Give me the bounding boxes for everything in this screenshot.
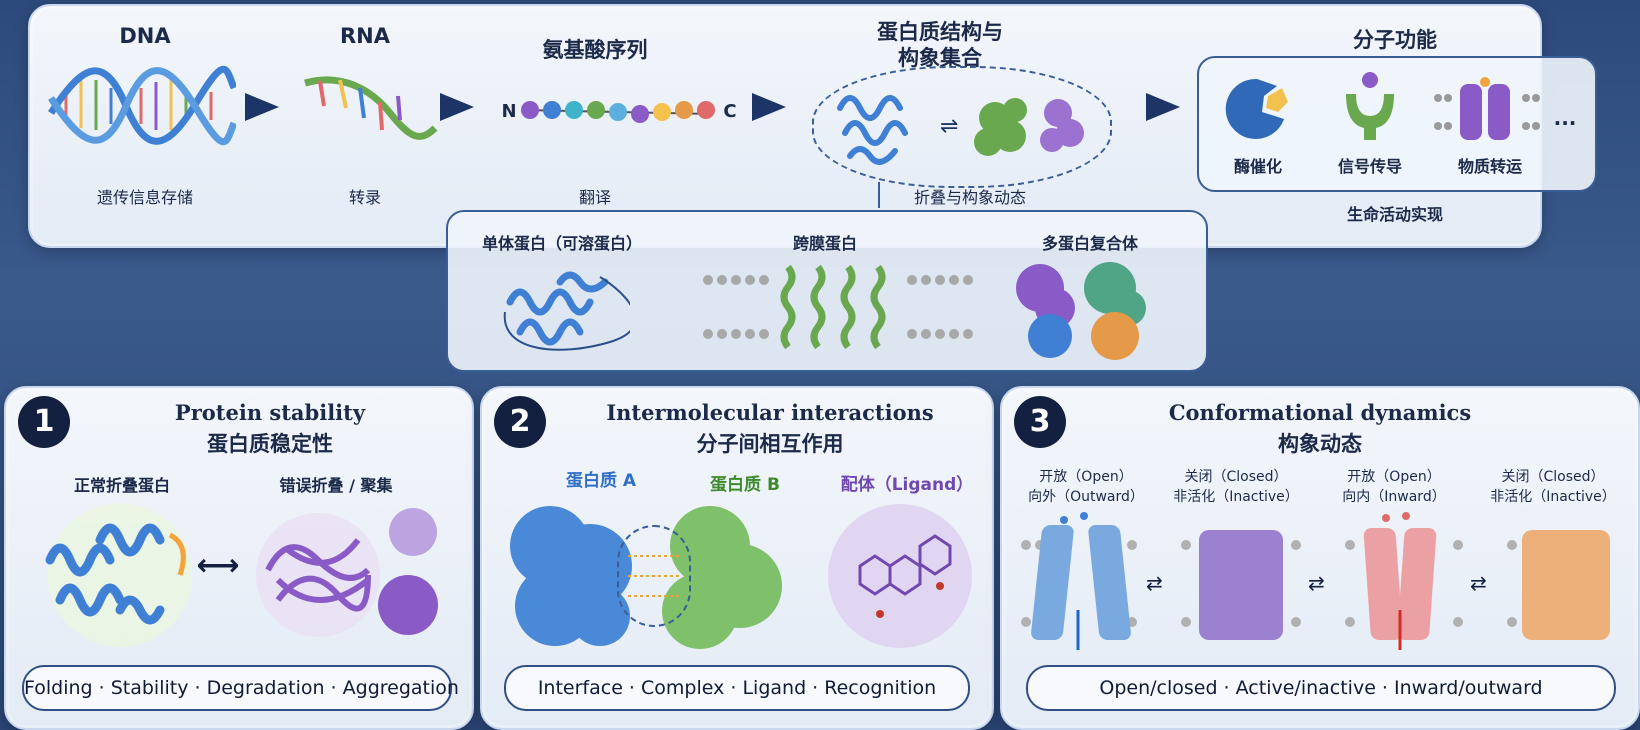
equilibrium-arrow: ⟷ <box>196 548 240 583</box>
type-membrane-label: 跨膜蛋白 <box>792 234 857 253</box>
function-caption: 生命活动实现 <box>1346 205 1443 224</box>
function-more: ... <box>1553 106 1577 130</box>
state-1-line2: 向外（Outward） <box>1028 489 1144 505</box>
dna-helix-icon <box>48 65 236 146</box>
state-4-line1: 关闭（Closed） <box>1501 469 1605 485</box>
amino-acid-chain-icon <box>521 101 715 123</box>
state-2-line1: 关闭（Closed） <box>1184 469 1288 485</box>
state-1-line1: 开放（Open） <box>1039 469 1133 485</box>
panel-1-title-zh: 蛋白质稳定性 <box>207 432 333 456</box>
state-4-line2: 非活化（Inactive） <box>1490 489 1616 505</box>
aa-n-terminus: N <box>501 101 517 122</box>
arrow-1 <box>245 93 279 121</box>
complex-protein-icon <box>1016 262 1146 360</box>
aa-c-terminus: C <box>723 101 737 122</box>
folded-protein-icon <box>45 503 192 647</box>
type-complex-label: 多蛋白复合体 <box>1041 234 1138 253</box>
panel-2-title-en: Intermolecular interactions <box>606 400 934 425</box>
panel-2-footer: Interface · Complex · Ligand · Recogniti… <box>504 665 970 711</box>
misfold-label: 错误折叠 / 聚集 <box>279 476 393 495</box>
monomer-protein-icon <box>503 271 630 351</box>
rna-title: RNA <box>340 24 390 48</box>
panel-1-title-en: Protein stability <box>174 400 366 425</box>
panel-2-title-zh: 分子间相互作用 <box>696 432 844 456</box>
protein-a-label: 蛋白质 A <box>565 471 637 491</box>
protein-conformers-icon: ⇌ <box>837 95 1084 165</box>
arrow-2 <box>440 93 474 121</box>
arrow-3 <box>752 93 786 121</box>
function-item-signaling: 信号传导 <box>1337 157 1402 176</box>
panel-1-number: 1 <box>18 396 70 448</box>
dna-title: DNA <box>119 24 171 48</box>
svg-text:⇄: ⇄ <box>1308 571 1325 595</box>
svg-text:⇌: ⇌ <box>940 114 958 139</box>
ligand-binding-icon <box>828 504 972 648</box>
transporter-icon <box>1434 77 1540 140</box>
receptor-icon <box>1346 72 1394 140</box>
aa-title: 氨基酸序列 <box>542 38 648 62</box>
protein-b-label: 蛋白质 B <box>710 475 780 495</box>
state-2-line2: 非活化（Inactive） <box>1173 489 1299 505</box>
membrane-protein-icon <box>703 264 973 350</box>
function-title: 分子功能 <box>1353 28 1437 52</box>
structure-caption: 折叠与构象动态 <box>913 188 1026 207</box>
protein-types-box <box>446 210 1208 372</box>
rna-caption: 转录 <box>348 188 381 207</box>
panel-2-number: 2 <box>494 396 546 448</box>
ligand-label: 配体（Ligand） <box>840 475 974 495</box>
normal-fold-label: 正常折叠蛋白 <box>73 476 170 495</box>
transporter-states-icon: ⇄ ⇄ ⇄ <box>1021 512 1610 650</box>
conformational-ensemble-outline <box>812 66 1112 188</box>
type-monomer-label: 单体蛋白（可溶蛋白） <box>481 234 642 253</box>
panel-3-number: 3 <box>1014 396 1066 448</box>
rna-strand-icon <box>304 76 438 140</box>
function-item-transport: 物质转运 <box>1457 157 1522 176</box>
protein-interaction-icon <box>510 506 782 649</box>
panel-1-footer: Folding · Stability · Degradation · Aggr… <box>22 665 459 711</box>
aggregate-protein-icon <box>256 508 438 637</box>
panel-3-title-en: Conformational dynamics <box>1168 400 1472 425</box>
structure-title-line1: 蛋白质结构与 <box>877 20 1003 44</box>
down-arrow-line <box>878 182 880 208</box>
panel-3-title-zh: 构象动态 <box>1278 432 1362 456</box>
enzyme-icon <box>1225 78 1288 139</box>
aa-caption: 翻译 <box>578 188 611 207</box>
state-3-line1: 开放（Open） <box>1347 469 1441 485</box>
panel-3-footer: Open/closed · Active/inactive · Inward/o… <box>1026 665 1616 711</box>
function-item-enzyme: 酶催化 <box>1233 157 1282 176</box>
state-3-line2: 向内（Inward） <box>1342 489 1446 505</box>
svg-text:⇄: ⇄ <box>1470 571 1487 595</box>
svg-text:⇄: ⇄ <box>1146 571 1163 595</box>
arrow-4 <box>1146 93 1180 121</box>
dna-caption: 遗传信息存储 <box>96 188 193 207</box>
